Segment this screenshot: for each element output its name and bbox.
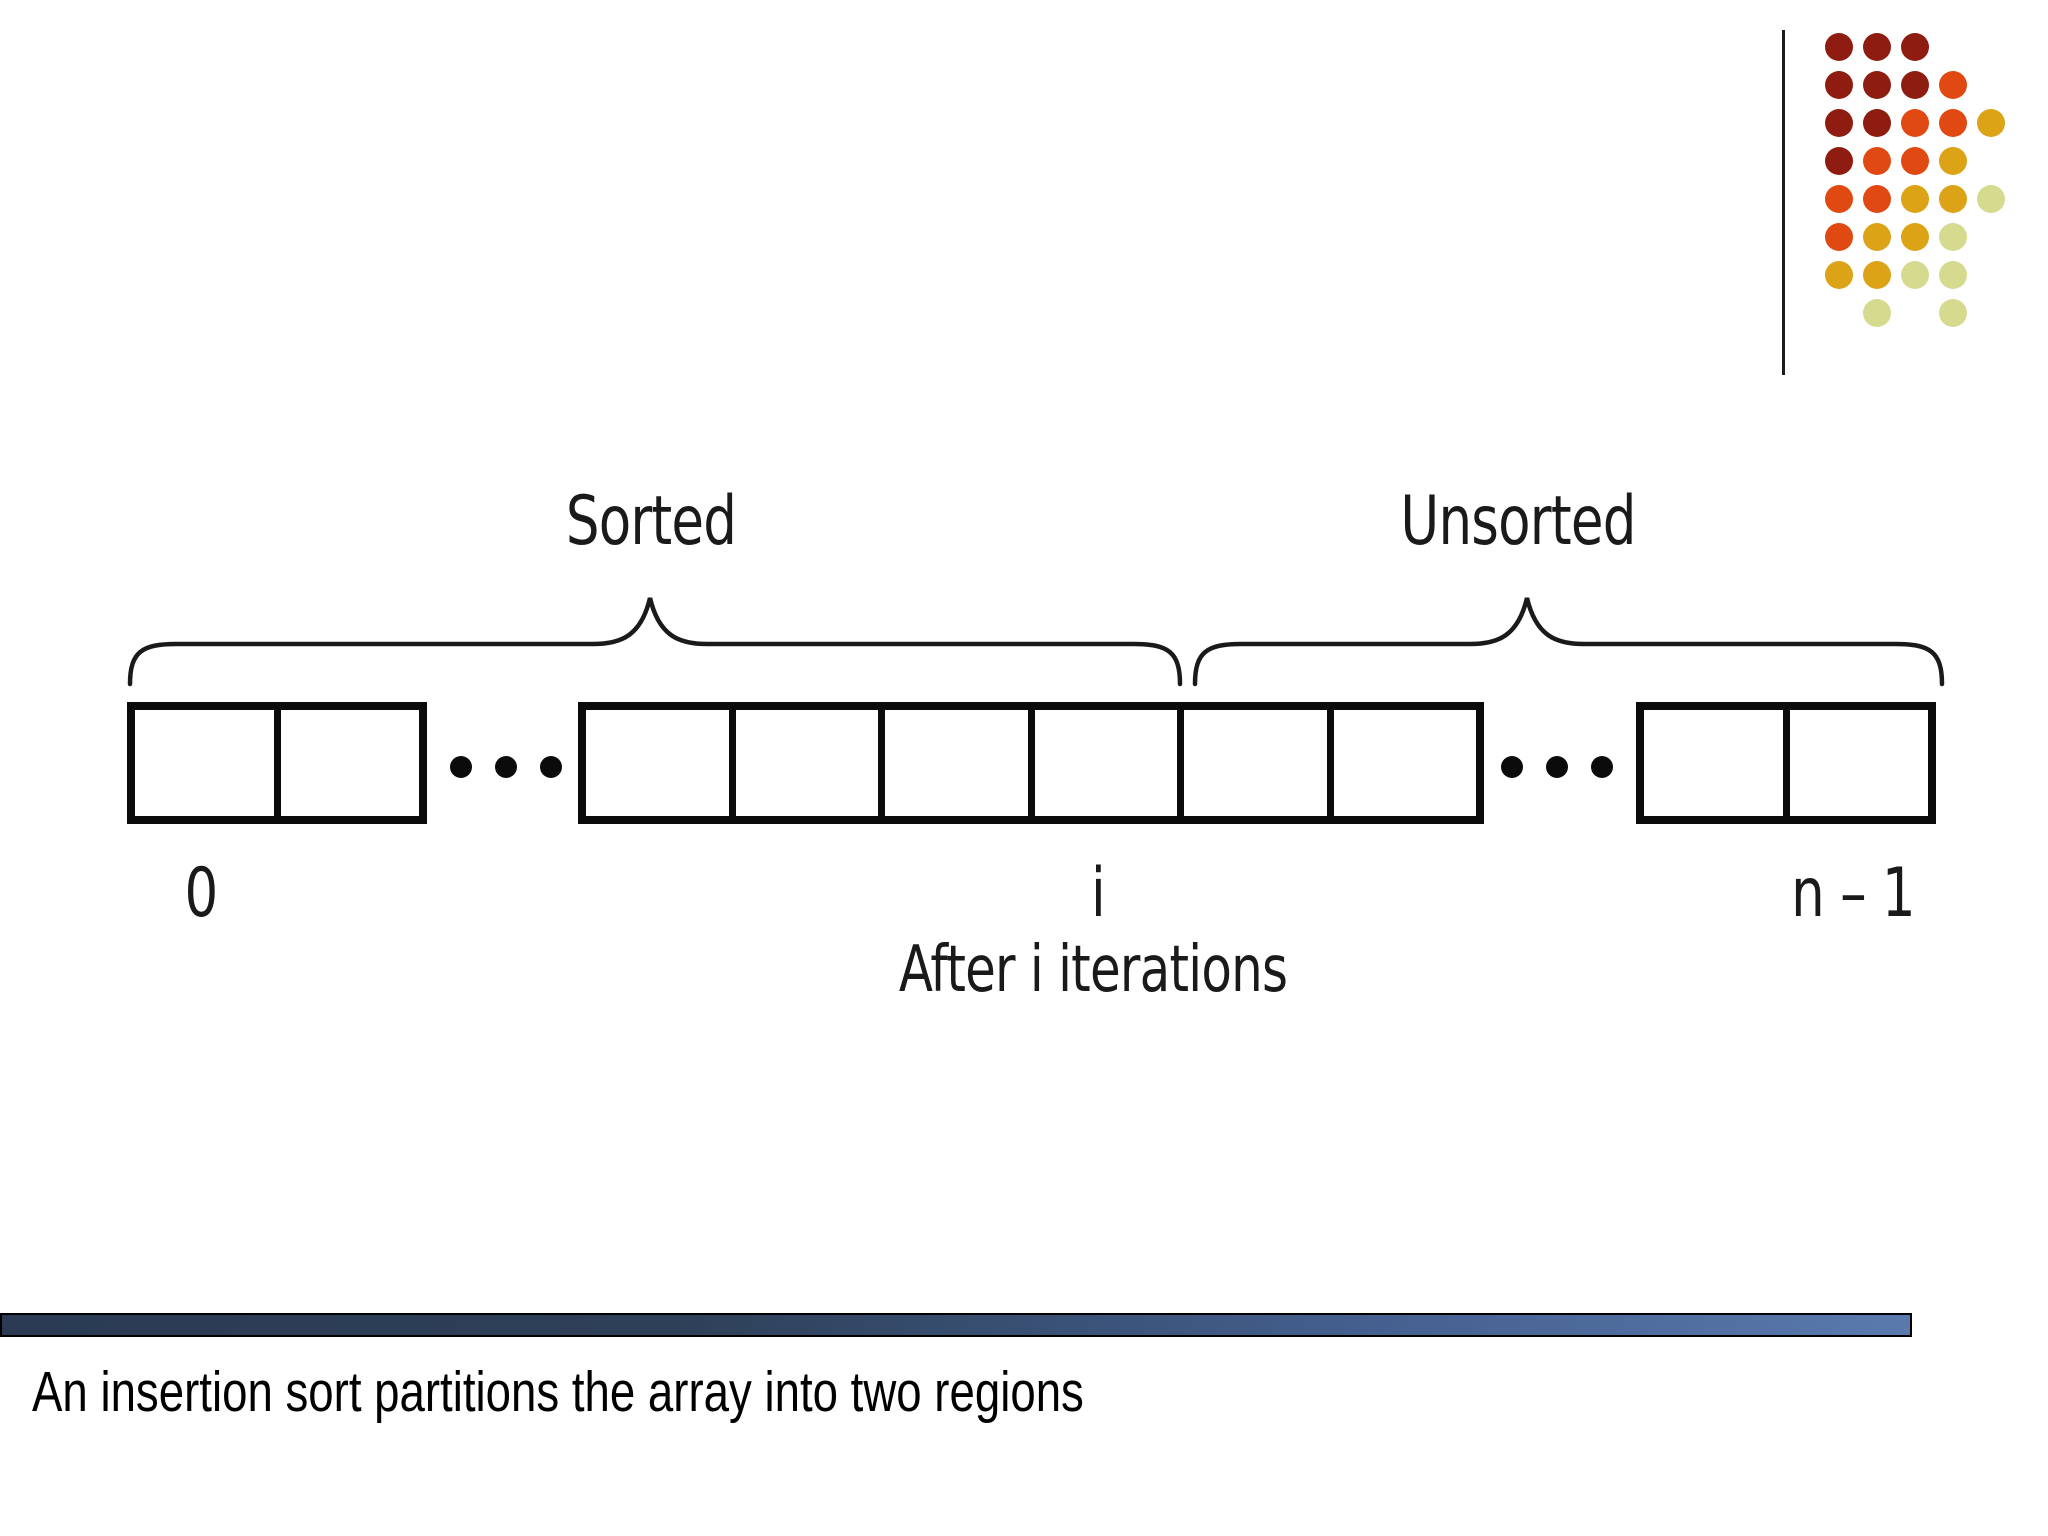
decor-dot: [1863, 109, 1891, 137]
ellipsis-right: [1501, 756, 1613, 778]
decor-dot: [1825, 33, 1853, 61]
unsorted-region-label: Unsorted: [1400, 482, 1636, 561]
decor-dot: [1901, 71, 1929, 99]
array-cell: [586, 710, 729, 816]
decor-dot: [1901, 185, 1929, 213]
decor-dot: [1901, 261, 1929, 289]
decor-dot: [1939, 223, 1967, 251]
array-cell: [1782, 710, 1928, 816]
decor-dot: [1863, 261, 1891, 289]
ellipsis-left: [450, 756, 562, 778]
array-cell: [135, 710, 274, 816]
decor-dot: [1977, 185, 2005, 213]
decor-dot: [1939, 109, 1967, 137]
array-box-right: [1636, 702, 1936, 824]
divider-bar: [0, 1313, 1912, 1337]
index-label-zero: 0: [184, 854, 219, 933]
sorted-region-label: Sorted: [565, 482, 737, 561]
decor-dot: [1825, 147, 1853, 175]
decor-dot: [1825, 109, 1853, 137]
decor-dot: [1825, 185, 1853, 213]
array-cell: [1326, 710, 1476, 816]
array-cell: [1177, 710, 1327, 816]
array-box-left: [127, 702, 427, 824]
array-cell: [273, 710, 419, 816]
decor-dot: [1939, 71, 1967, 99]
index-label-i: i: [1091, 854, 1106, 933]
ellipsis-dot: [1591, 756, 1613, 778]
decor-dot: [1901, 147, 1929, 175]
decor-dot: [1939, 299, 1967, 327]
decor-dot: [1901, 33, 1929, 61]
unsorted-brace: [1192, 597, 1945, 687]
ellipsis-dot: [495, 756, 517, 778]
ellipsis-dot: [1546, 756, 1568, 778]
decor-dot: [1977, 109, 2005, 137]
array-cell: [728, 710, 878, 816]
decor-dot: [1863, 185, 1891, 213]
decor-dot: [1863, 33, 1891, 61]
array-cell: [1027, 710, 1177, 816]
corner-dot-grid-decoration: [1825, 33, 2010, 333]
decor-dot: [1863, 299, 1891, 327]
decor-dot: [1825, 71, 1853, 99]
decor-dot: [1939, 261, 1967, 289]
decor-dot: [1939, 185, 1967, 213]
decor-dot: [1901, 109, 1929, 137]
array-cell: [878, 710, 1028, 816]
decor-dot: [1863, 223, 1891, 251]
decor-dot: [1863, 147, 1891, 175]
ellipsis-dot: [1501, 756, 1523, 778]
array-box-middle: [578, 702, 1484, 824]
decor-dot: [1901, 223, 1929, 251]
array-cell: [1644, 710, 1783, 816]
index-label-n-minus-1: n – 1: [1791, 854, 1915, 933]
decor-dot: [1825, 261, 1853, 289]
decor-dot: [1939, 147, 1967, 175]
decoration-vertical-line: [1782, 30, 1785, 375]
sorted-brace: [127, 597, 1183, 687]
after-iterations-label: After i iterations: [898, 933, 1288, 1007]
decor-dot: [1863, 71, 1891, 99]
slide-caption: An insertion sort partitions the array i…: [32, 1360, 1084, 1424]
decor-dot: [1825, 223, 1853, 251]
ellipsis-dot: [450, 756, 472, 778]
ellipsis-dot: [540, 756, 562, 778]
